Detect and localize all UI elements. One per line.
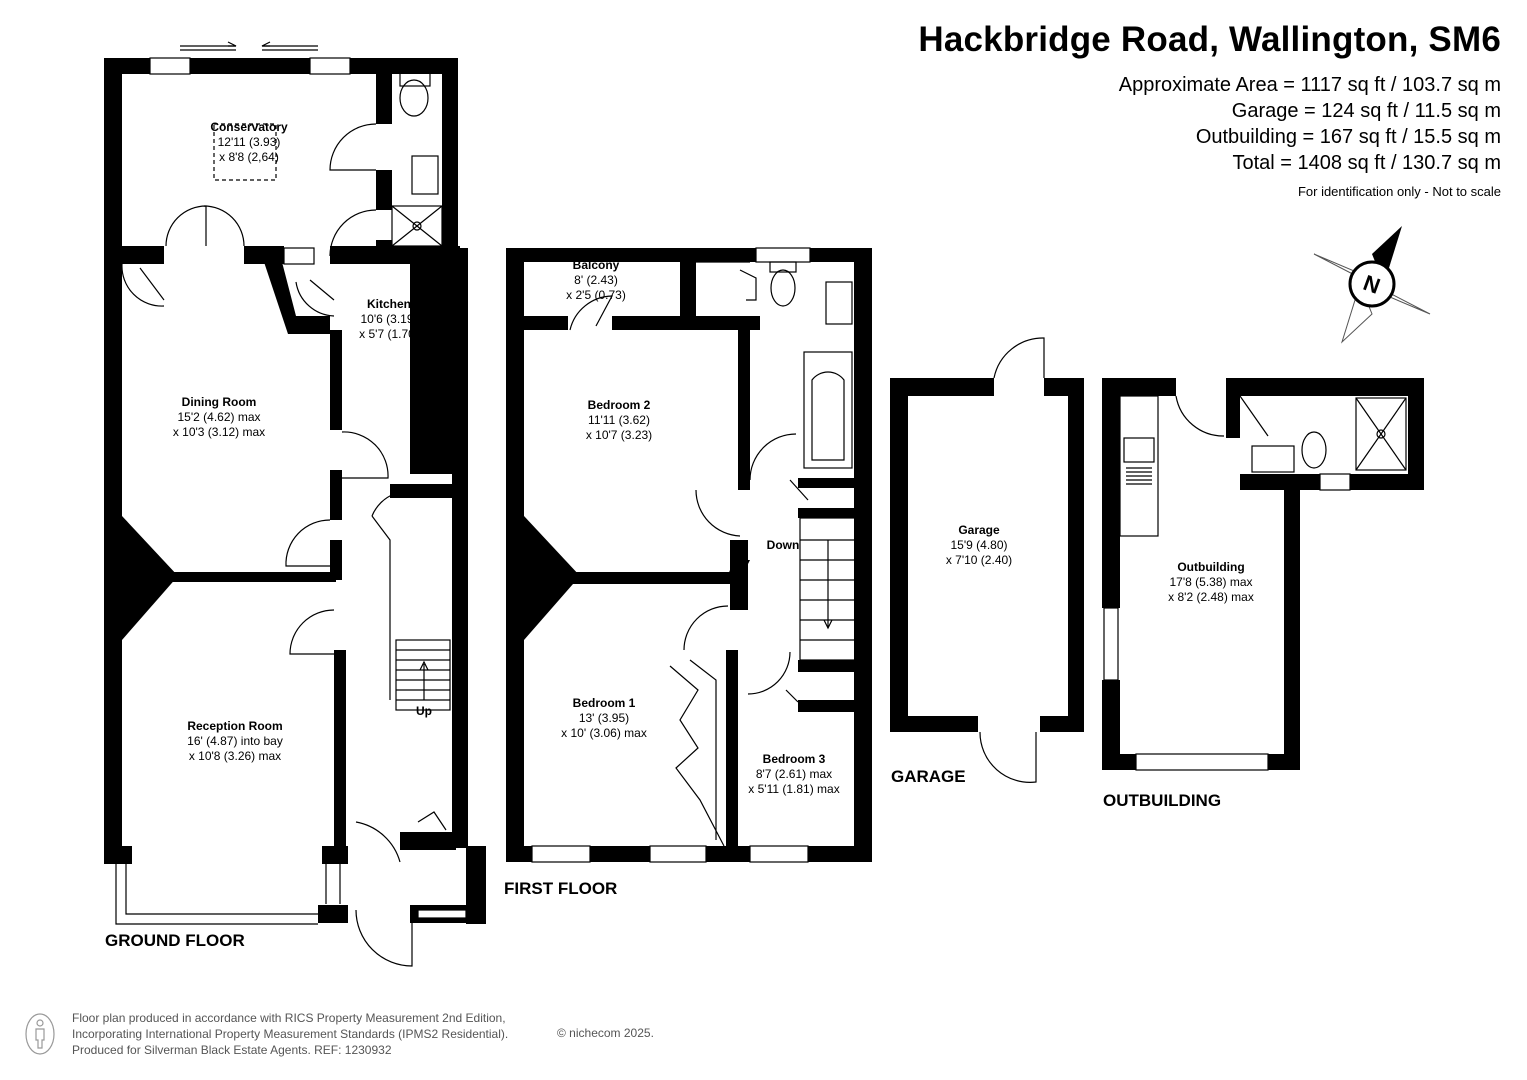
garage-room-dim1: 15'9 (4.80) xyxy=(951,538,1008,552)
bedroom3-name: Bedroom 3 xyxy=(763,752,826,766)
dining-dim1: 15'2 (4.62) max xyxy=(178,410,261,424)
outbuilding-room-name: Outbuilding xyxy=(1177,560,1244,574)
kitchen-dim1: 10'6 (3.19) xyxy=(361,312,418,326)
reception-name: Reception Room xyxy=(187,719,282,733)
conservatory-dim2: x 8'8 (2,64) xyxy=(219,150,279,164)
bedroom2-dim2: x 10'7 (3.23) xyxy=(586,428,652,442)
person-icon xyxy=(25,1013,55,1055)
bedroom2-dim1: 11'11 (3.62) xyxy=(588,413,650,427)
balcony-dim1: 8' (2.43) xyxy=(574,273,618,287)
reception-dim1: 16' (4.87) into bay xyxy=(187,734,283,748)
garage-room-name: Garage xyxy=(958,523,1000,537)
outbuilding-room-dim2: x 8'2 (2.48) max xyxy=(1168,590,1254,604)
bedroom3-dim2: x 5'11 (1.81) max xyxy=(748,782,839,796)
footer-notes: Floor plan produced in accordance with R… xyxy=(72,1010,508,1058)
dining-dim2: x 10'3 (3.12) max xyxy=(173,425,265,439)
ground-floor-label: GROUND FLOOR xyxy=(105,931,245,950)
approximate-area: Approximate Area = 1117 sq ft / 103.7 sq… xyxy=(1118,74,1501,96)
balcony-name: Balcony xyxy=(573,258,620,272)
north-arrow-icon: N xyxy=(1313,226,1431,344)
garage-area: Garage = 124 sq ft / 11.5 sq m xyxy=(1231,100,1501,122)
outbuilding-room-dim1: 17'8 (5.38) max xyxy=(1170,575,1253,589)
room-labels: Conservatory 12'11 (3.93) x 8'8 (2,64) K… xyxy=(173,120,1254,796)
copyright-text: © nichecom 2025. xyxy=(557,1026,654,1040)
garage-details xyxy=(979,337,1045,783)
ground-floor-details xyxy=(115,41,467,967)
bedroom1-dim2: x 10' (3.06) max xyxy=(561,726,647,740)
kitchen-dim2: x 5'7 (1.70) xyxy=(359,327,419,341)
outbuilding-area: Outbuilding = 167 sq ft / 15.5 sq m xyxy=(1195,126,1501,148)
ground-floor-walls xyxy=(104,58,486,924)
footer-line-2: Incorporating International Property Mea… xyxy=(72,1027,509,1041)
bedroom3-dim1: 8'7 (2.61) max xyxy=(756,767,832,781)
total-area: Total = 1408 sq ft / 130.7 sq m xyxy=(1232,152,1502,174)
garage-walls xyxy=(890,378,1084,732)
dining-name: Dining Room xyxy=(182,395,257,409)
property-title: Hackbridge Road, Wallington, SM6 xyxy=(918,20,1501,59)
footer-line-3: Produced for Silverman Black Estate Agen… xyxy=(72,1043,392,1057)
stairs-up-label: Up xyxy=(416,704,432,718)
first-floor-label: FIRST FLOOR xyxy=(504,879,617,898)
outbuilding-floor-label: OUTBUILDING xyxy=(1103,791,1221,810)
outbuilding-walls xyxy=(1102,378,1424,770)
first-floor-walls xyxy=(506,248,872,862)
stairs-down-label: Down xyxy=(767,538,800,552)
first-floor-details xyxy=(531,247,857,863)
outbuilding-details xyxy=(1103,395,1407,771)
scale-disclaimer: For identification only - Not to scale xyxy=(1297,184,1501,199)
reception-dim2: x 10'8 (3.26) max xyxy=(189,749,281,763)
bedroom2-name: Bedroom 2 xyxy=(588,398,651,412)
garage-room-dim2: x 7'10 (2.40) xyxy=(946,553,1012,567)
footer-line-1: Floor plan produced in accordance with R… xyxy=(72,1011,506,1025)
area-summary: Approximate Area = 1117 sq ft / 103.7 sq… xyxy=(1119,72,1501,176)
conservatory-name: Conservatory xyxy=(210,120,288,134)
garage-floor-label: GARAGE xyxy=(891,767,966,786)
conservatory-dim1: 12'11 (3.93) xyxy=(218,135,281,149)
bedroom1-name: Bedroom 1 xyxy=(573,696,636,710)
kitchen-name: Kitchen xyxy=(367,297,411,311)
bedroom1-dim1: 13' (3.95) xyxy=(579,711,629,725)
balcony-dim2: x 2'5 (0.73) xyxy=(566,288,626,302)
